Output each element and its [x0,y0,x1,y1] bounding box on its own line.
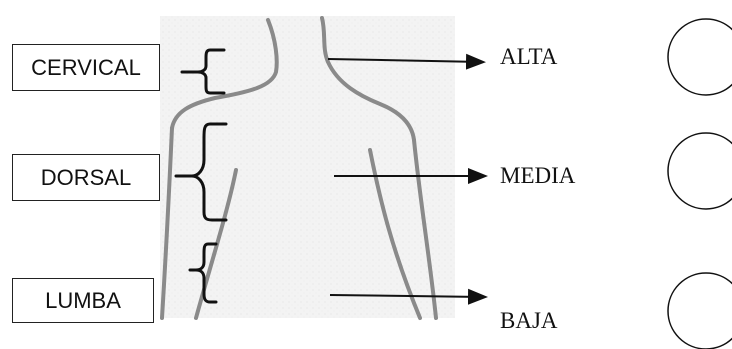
low-level-label: BAJA [500,308,558,334]
cervical-label: CERVICAL [31,55,141,81]
high-answer-circle[interactable] [668,19,732,95]
middle-level-label: MEDIA [500,163,575,189]
middle-answer-circle[interactable] [668,133,732,209]
dorsal-label: DORSAL [41,165,131,191]
low-answer-circle[interactable] [668,273,732,349]
lumbar-label-box: LUMBA [12,278,154,323]
cervical-label-box: CERVICAL [12,44,160,91]
dorsal-label-box: DORSAL [12,154,160,201]
lumbar-label: LUMBA [45,288,121,314]
high-level-label: ALTA [500,44,557,70]
